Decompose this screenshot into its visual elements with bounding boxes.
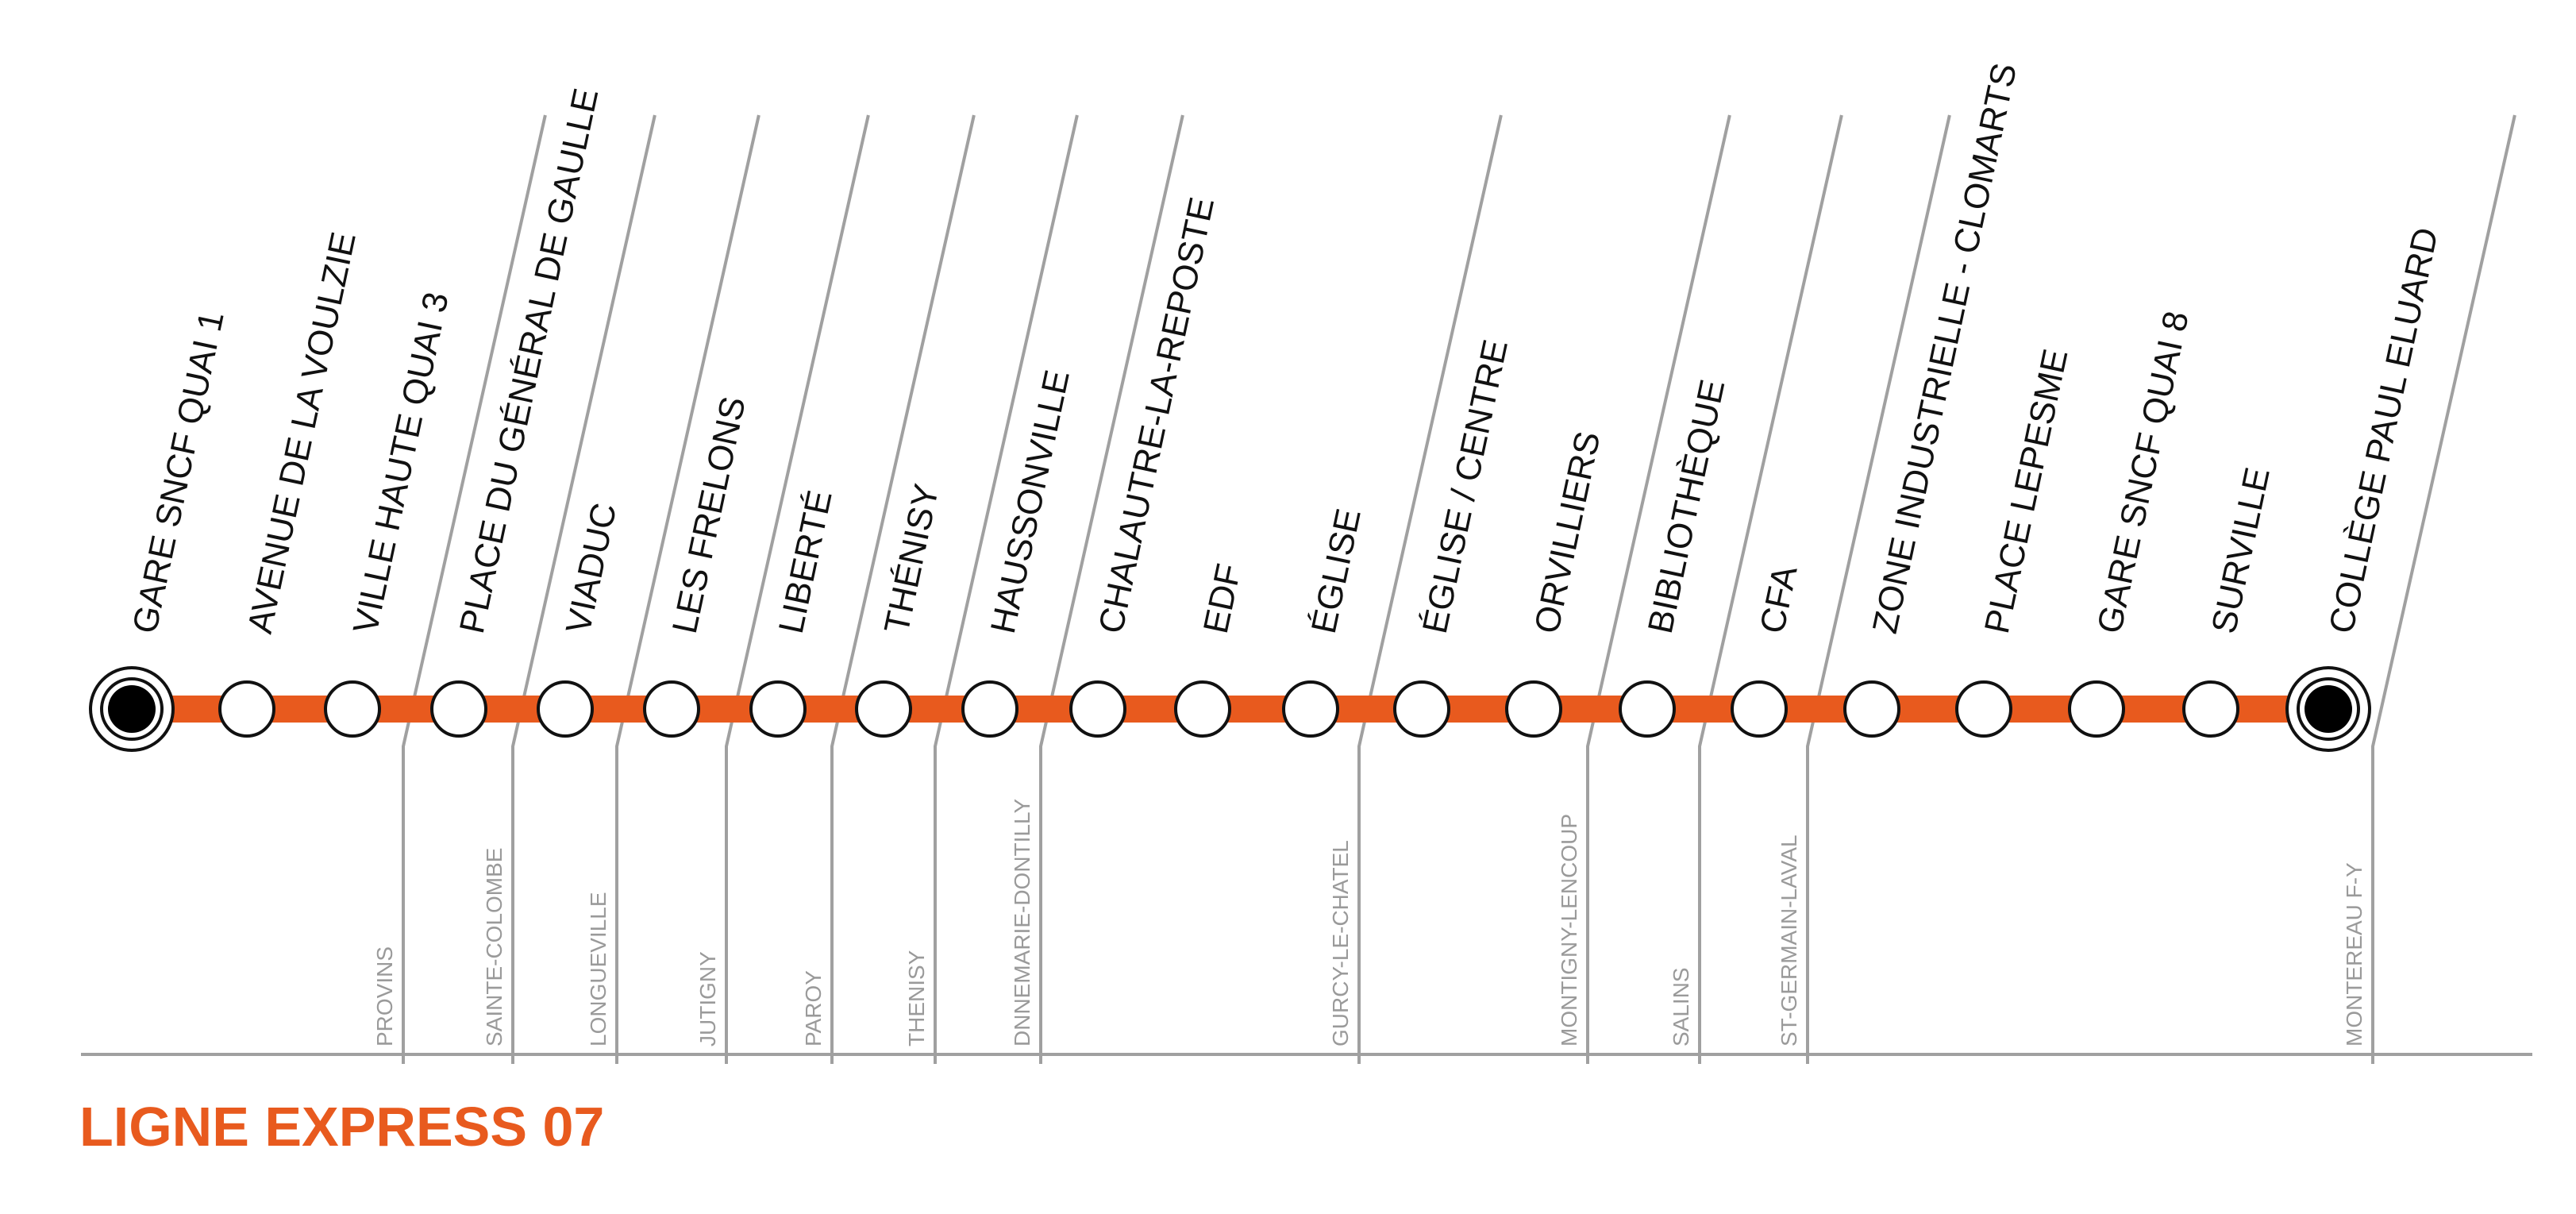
commune-divider [2371,114,2516,1064]
stop-label: ÉGLISE [1304,505,1369,637]
commune-label: JUTIGNY [695,951,720,1046]
commune-divider [402,114,547,1064]
commune-label: LONGUEVILLE [586,892,610,1046]
commune-divider [934,114,1079,1064]
stop-marker[interactable] [1619,680,1676,738]
stop-label: ÉGLISE / CENTRE [1415,337,1515,638]
stop-label: LIBERTÉ [772,487,840,637]
stop-marker[interactable] [855,680,912,738]
stop-label: CHALAUTRE-LA-REPOSTE [1092,194,1222,637]
stop-label: HAUSSONVILLE [984,367,1077,637]
commune-divider [1806,114,1951,1064]
commune-label: SAINTE-COLOMBE [482,848,506,1046]
commune-divider [1357,114,1503,1064]
commune-dividers [81,114,2532,1064]
commune-label: PROVINS [372,946,397,1046]
commune-divider [511,114,657,1064]
stop-marker[interactable] [749,680,807,738]
commune-label: MONTIGNY-LENCOUP [1557,814,1581,1046]
stop-label: ORVILLIERS [1527,428,1608,637]
stop-marker[interactable] [537,680,594,738]
stop-label: VIADUC [559,499,624,637]
commune-labels-group: PROVINS SAINTE-COLOMBE LONGUEVILLE JUTIGNY P… [372,798,2366,1046]
stop-marker[interactable] [2068,680,2125,738]
stop-label: EDF [1196,561,1249,637]
stop-marker[interactable] [961,680,1018,738]
stop-label: BIBLIOTHÈQUE [1641,376,1733,637]
stop-marker[interactable] [1731,680,1788,738]
stop-label: SURVILLE [2204,464,2278,638]
stop-marker[interactable] [1174,680,1231,738]
stop-label: PLACE LEPESME [1977,345,2076,637]
terminus-dot [2305,685,2352,733]
stop-label: AVENUE DE LA VOULZIE [241,229,364,637]
stop-marker[interactable] [1069,680,1126,738]
stop-marker[interactable] [2182,680,2239,738]
commune-label: MONTEREAU F-Y [2342,862,2366,1046]
stop-marker[interactable] [218,680,275,738]
commune-divider [1698,114,1843,1064]
commune-divider [830,114,976,1064]
stop-marker[interactable] [1505,680,1562,738]
stop-label: CFA [1753,562,1805,638]
commune-label: DNNEMARIE-DONTILLY [1010,798,1034,1046]
stop-marker[interactable] [1843,680,1900,738]
stop-marker[interactable] [1393,680,1450,738]
commune-label: SALINS [1669,967,1693,1046]
commune-divider [725,114,870,1064]
stop-marker[interactable] [1282,680,1339,738]
commune-label: ST-GERMAIN-LAVAL [1777,834,1801,1046]
stop-marker[interactable] [430,680,487,738]
commune-divider [615,114,760,1064]
stop-label: GARE SNCF QUAI 1 [125,308,232,637]
commune-label: GURCY-LE-CHATEL [1328,840,1353,1046]
commune-label: PAROY [801,970,826,1046]
stop-label: COLLÈGE PAUL ELUARD [2322,224,2446,637]
commune-divider [1586,114,1731,1064]
stops-group [89,666,2371,752]
commune-label: THENISY [904,950,929,1046]
stop-label: GARE SNCF QUAI 8 [2090,308,2197,637]
commune-divider [1039,114,1184,1064]
stop-label: LES FRELONS [665,393,753,637]
stop-marker[interactable] [324,680,381,738]
terminus-dot [108,685,156,733]
line-title: LIGNE EXPRESS 07 [79,1096,604,1158]
stop-marker[interactable] [643,680,700,738]
stop-marker[interactable] [1955,680,2012,738]
